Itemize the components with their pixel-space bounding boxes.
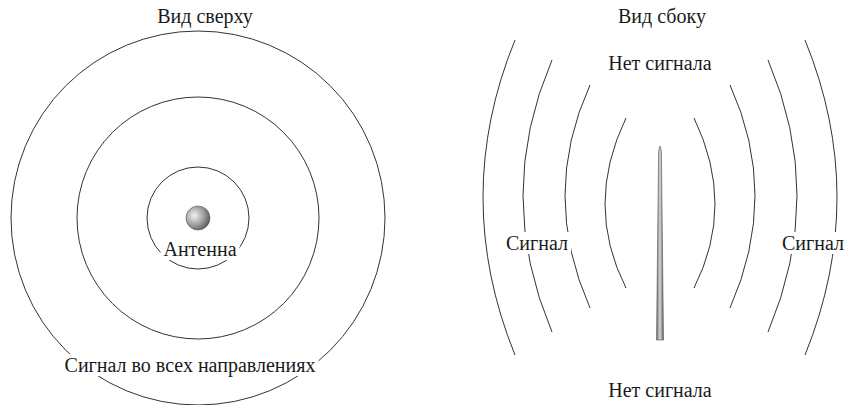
all-directions-label: Сигнал во всех направлениях [62,354,319,376]
antenna-top-view [186,206,210,230]
signal-label: Сигнал [779,232,847,254]
signal-label: Сигнал [503,232,571,254]
antenna-label: Антенна [160,238,239,260]
no-signal-label: Нет сигнала [605,379,714,401]
view-heading: Вид сбоку [615,5,709,27]
antenna-side-view [657,146,664,340]
view-heading: Вид сверху [154,5,256,27]
no-signal-label: Нет сигнала [605,52,714,74]
signal-rings [11,31,385,405]
signal-arcs [483,40,837,355]
